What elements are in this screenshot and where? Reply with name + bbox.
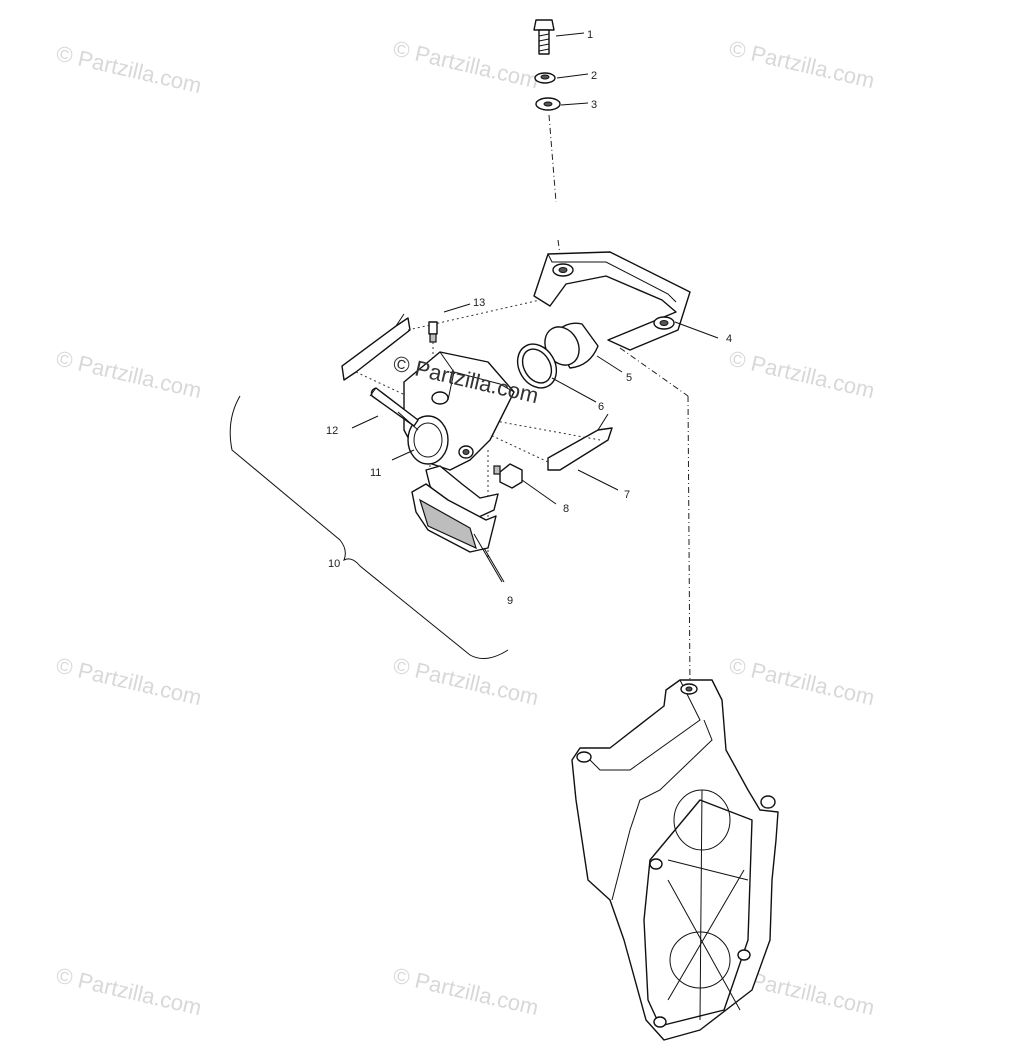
callout-number: 8 [563,503,569,515]
callout-number: 9 [507,595,513,607]
assembly-line [489,419,601,441]
watermark-text: © Partzilla.com [391,653,541,711]
caliper-body-part[interactable] [403,351,515,471]
callout-number: 3 [591,99,597,111]
callout-number: 5 [626,372,632,384]
flat-washer-part[interactable] [535,97,561,111]
callout-number: 12 [326,425,338,437]
callout-number: 13 [473,297,485,309]
callout-number: 2 [591,70,597,82]
caliper-bracket-part[interactable] [533,251,691,351]
brake-pads-part[interactable] [411,465,499,553]
fitting-part[interactable] [493,463,523,489]
shim-right-part[interactable] [547,413,613,471]
piston-part[interactable] [538,321,599,372]
knuckle-housing-part[interactable] [571,679,779,1041]
watermark-text: © Partzilla.com [391,963,541,1021]
callout-number: 7 [624,489,630,501]
callout-number: 4 [726,333,732,345]
callout-number: 10 [328,558,340,570]
watermark-text: © Partzilla.com [727,36,877,94]
watermark-text: © Partzilla.com [54,963,204,1021]
lock-washer-part[interactable] [534,72,556,84]
guide-pin-part[interactable] [369,387,419,431]
bleed-screw-part[interactable] [428,321,438,343]
axis-line [687,395,691,691]
callout-numbers: 1 2 3 4 5 6 7 8 9 10 11 12 13 [326,29,732,607]
watermark-text: © Partzilla.com [54,346,204,404]
watermark-text: © Partzilla.com [54,653,204,711]
watermark-text: © Partzilla.com [391,36,541,94]
watermark-text: © Partzilla.com [54,41,204,99]
leader-lines [351,32,719,583]
axis-line [619,347,689,397]
callout-number: 6 [598,401,604,413]
assembly-brace [229,395,509,660]
callout-number: 11 [370,467,381,479]
axis-line [548,114,557,203]
watermark-text: © Partzilla.com [727,346,877,404]
bolt-part[interactable] [533,19,555,55]
callout-number: 1 [587,29,593,41]
piston-seal-part[interactable] [510,337,564,395]
watermark-text: © Partzilla.com [727,653,877,711]
